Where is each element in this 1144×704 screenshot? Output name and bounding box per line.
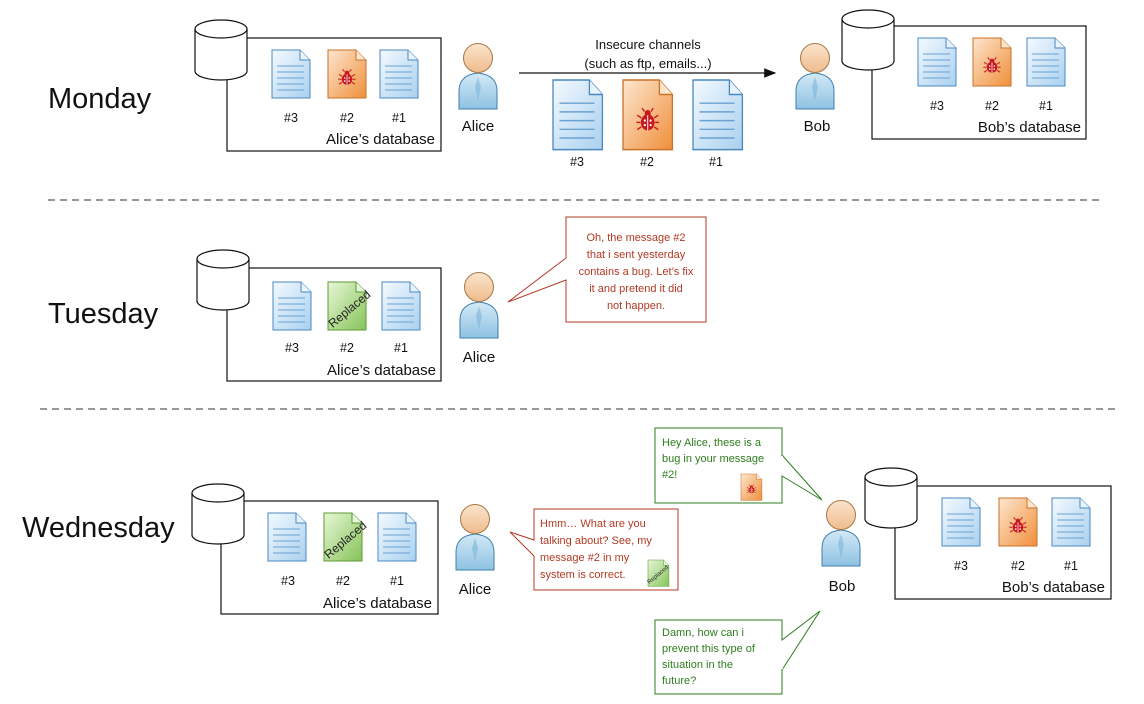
alice-label: Alice [459, 581, 492, 598]
person-icon [458, 43, 498, 110]
bubble-line: Damn, how can i [662, 627, 744, 639]
bubble-line: system is correct. [540, 569, 626, 581]
day-label-wednesday: Wednesday [22, 512, 175, 544]
bug-document-icon [741, 474, 762, 500]
message-label: #2 [985, 99, 999, 113]
bob-database-monday: #3 #2 #1 Bob’s database [841, 9, 1087, 140]
database-label: Alice’s database [323, 595, 432, 612]
bubble-line: talking about? See, my [540, 535, 652, 547]
alice-label: Alice [463, 349, 496, 366]
bubble-line: it and pretend it did [589, 283, 683, 295]
bubble-line: Oh, the message #2 [586, 232, 685, 244]
message-label: #3 [281, 574, 295, 588]
message-label: #2 [336, 574, 350, 588]
alice-label: Alice [462, 118, 495, 135]
message-label: #2 [1011, 559, 1025, 573]
message-label: #2 [340, 341, 354, 355]
document-icon [381, 281, 421, 331]
bug-document-icon [328, 50, 366, 98]
bubble-line: contains a bug. Let’s fix [579, 266, 694, 278]
bob-database-wednesday: #3 #2 #1 Bob’s database [864, 467, 1112, 600]
bubble-line: situation in the [662, 659, 733, 671]
database-cylinder-icon [194, 19, 248, 81]
database-label: Alice’s database [326, 131, 435, 148]
speech-bubble-bob-bottom: Damn, how can i prevent this type of sit… [654, 610, 821, 695]
bubble-line: prevent this type of [662, 643, 756, 655]
message-label: #1 [390, 574, 404, 588]
database-cylinder-icon [864, 467, 918, 529]
database-label: Bob’s database [1002, 579, 1105, 596]
bug-document-icon [973, 38, 1011, 86]
message-label: #3 [284, 111, 298, 125]
database-cylinder-icon [196, 249, 250, 311]
message-label: #3 [954, 559, 968, 573]
database-cylinder-icon [191, 483, 245, 545]
bubble-line: Hey Alice, these is a [662, 437, 762, 449]
bubble-line: message #2 in my [540, 552, 630, 564]
speech-bubble-alice-wednesday: Hmm… What are you talking about? See, my… [509, 508, 679, 591]
bubble-line: future? [662, 675, 696, 687]
bubble-line: bug in your message [662, 453, 764, 465]
speech-bubble-bob-top: Hey Alice, these is a bug in your messag… [654, 427, 823, 504]
message-label: #3 [570, 155, 584, 169]
bob-label: Bob [804, 118, 831, 135]
document-icon [377, 512, 417, 562]
document-icon [1026, 37, 1066, 87]
bug-document-icon [623, 80, 672, 150]
database-cylinder-icon [841, 9, 895, 71]
person-icon [795, 43, 835, 110]
insecure-channel: Insecure channels (such as ftp, emails..… [519, 37, 777, 169]
document-icon [692, 79, 744, 151]
person-icon [459, 272, 499, 339]
bob-label: Bob [829, 578, 856, 595]
alice-database-tuesday: Replaced #3 #2 #1 Alice’s database [196, 249, 442, 382]
message-label: #1 [1064, 559, 1078, 573]
channel-title: Insecure channels [595, 37, 701, 52]
document-icon [267, 512, 307, 562]
bubble-line: Hmm… What are you [540, 518, 646, 530]
message-label: #3 [930, 99, 944, 113]
channel-subtitle: (such as ftp, emails...) [584, 56, 711, 71]
message-label: #2 [640, 155, 654, 169]
bubble-line: #2! [662, 469, 677, 481]
person-icon [455, 504, 495, 571]
alice-database-monday: #3 #2 #1 Alice’s database [194, 19, 442, 152]
document-icon [941, 497, 981, 547]
bubble-line: not happen. [607, 300, 665, 312]
document-icon [379, 49, 419, 99]
document-icon [917, 37, 957, 87]
message-label: #2 [340, 111, 354, 125]
bug-document-icon [999, 498, 1037, 546]
bubble-line: that i sent yesterday [587, 249, 686, 261]
speech-bubble-alice-tuesday: Oh, the message #2 that i sent yesterday… [507, 216, 707, 323]
message-label: #3 [285, 341, 299, 355]
person-icon [821, 500, 861, 567]
message-label: #1 [1039, 99, 1053, 113]
database-label: Bob’s database [978, 119, 1081, 136]
document-icon [1051, 497, 1091, 547]
document-icon [271, 49, 311, 99]
message-label: #1 [394, 341, 408, 355]
message-label: #1 [392, 111, 406, 125]
day-label-tuesday: Tuesday [48, 298, 159, 330]
message-label: #1 [709, 155, 723, 169]
document-icon [552, 79, 604, 151]
database-label: Alice’s database [327, 362, 436, 379]
document-icon [272, 281, 312, 331]
alice-database-wednesday: Replaced #3 #2 #1 Alice’s database [191, 483, 439, 615]
day-label-monday: Monday [48, 83, 152, 115]
